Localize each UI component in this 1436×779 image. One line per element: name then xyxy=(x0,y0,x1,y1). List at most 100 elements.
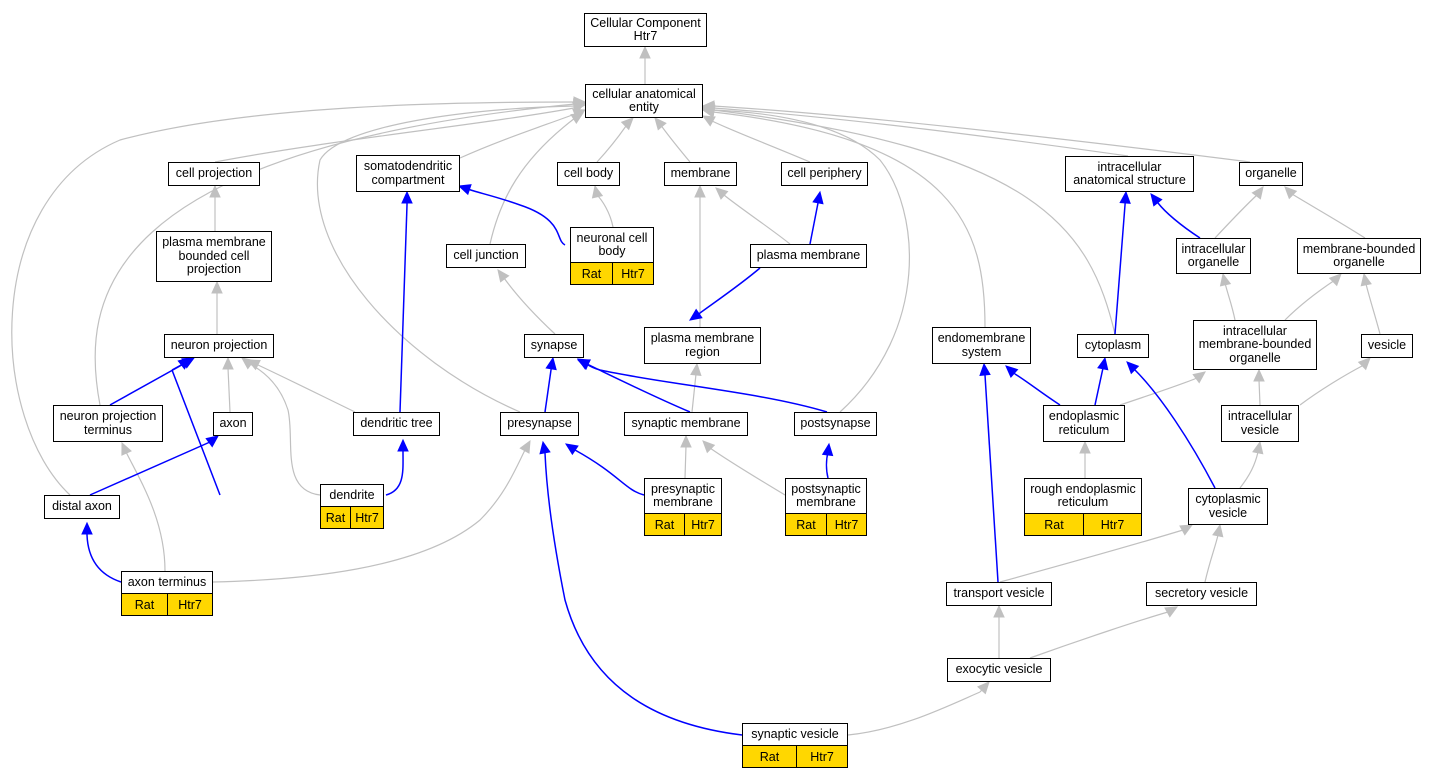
is-a-edge xyxy=(999,529,1184,583)
node-cell-periphery[interactable]: cell periphery xyxy=(781,162,868,186)
node-plasma-membrane-region[interactable]: plasma membrane region xyxy=(644,327,761,364)
node-exocytic-vesicle[interactable]: exocytic vesicle xyxy=(947,658,1051,682)
edge-arrowhead xyxy=(121,441,132,456)
part-of-edge xyxy=(544,369,552,413)
dendrite-gene-tag: Htr7 xyxy=(350,506,384,529)
node-distal-axon[interactable]: distal axon xyxy=(44,495,120,519)
node-somatodendritic-compartment[interactable]: somatodendritic compartment xyxy=(356,155,460,192)
node-cell-projection[interactable]: cell projection xyxy=(168,162,260,186)
presynaptic-membrane-gene-tag: Htr7 xyxy=(684,513,722,536)
node-presynaptic-membrane[interactable]: presynaptic membrane xyxy=(644,478,722,514)
node-intracellular-membrane-bounded-organelle[interactable]: intracellular membrane-bounded organelle xyxy=(1193,320,1317,370)
postsynaptic-membrane-gene-tag: Htr7 xyxy=(826,513,867,536)
node-cell-junction[interactable]: cell junction xyxy=(446,244,526,268)
is-a-edge xyxy=(712,109,1116,335)
part-of-edge xyxy=(984,374,999,583)
node-cytoplasm[interactable]: cytoplasm xyxy=(1077,334,1149,358)
node-postsynapse[interactable]: postsynapse xyxy=(794,412,877,436)
edge-arrowhead xyxy=(620,117,634,131)
edge-arrowhead xyxy=(397,438,409,452)
part-of-edge xyxy=(825,451,829,479)
edge-arrowhead xyxy=(993,604,1005,618)
node-title[interactable]: Cellular Component Htr7 xyxy=(584,13,707,47)
is-a-edge xyxy=(257,364,356,413)
part-of-edge xyxy=(171,369,221,496)
is-a-edge xyxy=(709,447,786,496)
node-membrane-bounded-organelle[interactable]: membrane-bounded organelle xyxy=(1297,238,1421,274)
part-of-edge xyxy=(1094,367,1104,406)
node-neuron-projection-terminus[interactable]: neuron projection terminus xyxy=(53,405,163,442)
node-neuronal-cell-body[interactable]: neuronal cell body xyxy=(570,227,654,263)
node-secretory-vesicle[interactable]: secretory vesicle xyxy=(1146,582,1257,606)
node-synaptic-membrane[interactable]: synaptic membrane xyxy=(624,412,748,436)
node-synapse[interactable]: synapse xyxy=(524,334,584,358)
edge-arrowhead xyxy=(177,357,191,370)
is-a-edge xyxy=(503,277,556,335)
edge-arrowhead xyxy=(1219,272,1232,287)
node-presynapse[interactable]: presynapse xyxy=(500,412,579,436)
node-axon[interactable]: axon xyxy=(213,412,253,436)
axon-terminus-gene-tag: Htr7 xyxy=(167,593,213,616)
node-neuron-projection[interactable]: neuron projection xyxy=(164,334,274,358)
is-a-edge xyxy=(316,105,576,413)
edge-arrowhead xyxy=(689,308,703,321)
node-cell-body[interactable]: cell body xyxy=(557,162,620,186)
node-dendritic-tree[interactable]: dendritic tree xyxy=(353,412,440,436)
part-of-edge xyxy=(399,204,408,413)
node-membrane[interactable]: membrane xyxy=(664,162,737,186)
edge-arrowhead xyxy=(1357,357,1371,371)
is-a-edge xyxy=(723,194,791,245)
node-endomembrane-system[interactable]: endomembrane system xyxy=(932,327,1031,364)
part-of-edge xyxy=(109,365,181,406)
part-of-edge xyxy=(574,449,645,496)
is-a-edge xyxy=(712,111,986,328)
edge-arrowhead xyxy=(1119,190,1131,204)
node-synaptic-vesicle[interactable]: synaptic vesicle xyxy=(742,723,848,746)
node-postsynaptic-membrane[interactable]: postsynaptic membrane xyxy=(785,478,867,514)
edge-arrowhead xyxy=(1126,361,1140,375)
is-a-edge xyxy=(659,123,691,163)
is-a-edge xyxy=(711,120,811,163)
edge-arrowhead xyxy=(979,362,991,376)
edge-arrowhead xyxy=(639,45,651,59)
is-a-edge xyxy=(712,107,1129,157)
edge-arrowhead xyxy=(1328,273,1342,287)
node-intracellular-organelle[interactable]: intracellular organelle xyxy=(1176,238,1251,274)
neuronal-cell-body-gene-tag: Htr7 xyxy=(612,262,654,285)
is-a-edge xyxy=(1204,534,1219,583)
edge-arrowhead xyxy=(1212,523,1224,538)
synaptic-vesicle-species-tag: Rat xyxy=(742,745,797,768)
edge-arrowhead xyxy=(209,184,221,198)
part-of-edge xyxy=(809,202,819,245)
edge-arrowhead xyxy=(1150,193,1163,207)
node-endoplasmic-reticulum[interactable]: endoplasmic reticulum xyxy=(1043,405,1125,442)
is-a-edge xyxy=(11,101,576,496)
is-a-edge xyxy=(1299,365,1363,406)
edge-arrowhead xyxy=(1164,606,1179,618)
edge-arrowhead xyxy=(1097,356,1109,371)
edges xyxy=(11,45,1381,736)
node-vesicle[interactable]: vesicle xyxy=(1361,334,1413,358)
dendrite-species-tag: Rat xyxy=(320,506,351,529)
node-plasma-membrane-bounded-cell-projection[interactable]: plasma membrane bounded cell projection xyxy=(156,231,272,282)
node-dendrite[interactable]: dendrite xyxy=(320,484,384,507)
part-of-edge xyxy=(699,267,761,314)
node-cytoplasmic-vesicle[interactable]: cytoplasmic vesicle xyxy=(1188,488,1268,525)
edge-arrowhead xyxy=(701,104,716,116)
node-organelle[interactable]: organelle xyxy=(1239,162,1303,186)
node-plasma-membrane[interactable]: plasma membrane xyxy=(750,244,867,268)
part-of-edge xyxy=(1157,202,1201,239)
node-cellular-anatomical-entity[interactable]: cellular anatomical entity xyxy=(585,84,703,118)
edge-arrowhead xyxy=(701,115,716,127)
node-intracellular-vesicle[interactable]: intracellular vesicle xyxy=(1221,405,1299,442)
node-intracellular-anatomical-structure[interactable]: intracellular anatomical structure xyxy=(1065,156,1194,192)
edge-arrowhead xyxy=(205,435,219,448)
edge-arrowhead xyxy=(1079,440,1091,454)
node-rough-endoplasmic-reticulum[interactable]: rough endoplasmic reticulum xyxy=(1024,478,1142,514)
is-a-edge xyxy=(596,194,614,228)
is-a-edge xyxy=(691,373,697,413)
part-of-edge xyxy=(89,441,211,496)
node-transport-vesicle[interactable]: transport vesicle xyxy=(946,582,1052,606)
node-axon-terminus[interactable]: axon terminus xyxy=(121,571,213,594)
